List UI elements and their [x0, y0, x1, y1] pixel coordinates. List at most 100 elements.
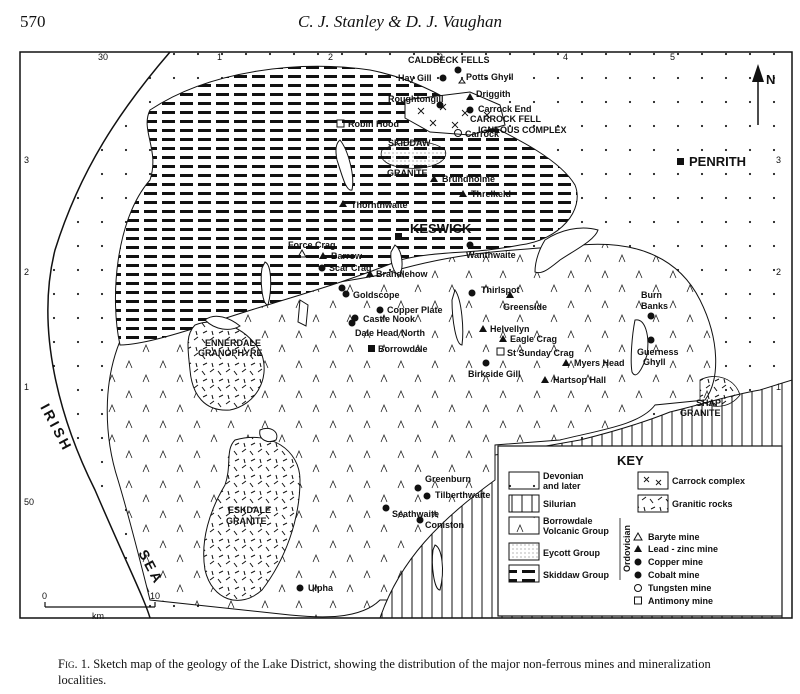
scale-unit: km	[92, 611, 104, 621]
copper-mine-tilberthwaite	[423, 492, 431, 500]
copper-mine-seathwaite	[382, 504, 390, 512]
label-seathwaite: Seathwaite	[392, 509, 439, 519]
grid-top-4: 4	[563, 52, 568, 62]
baryte-mine-force-crag	[297, 248, 307, 258]
scale-end: 10	[150, 591, 160, 601]
copper-mine-copper-plate	[376, 306, 384, 314]
key-skiddaw: Skiddaw Group	[543, 570, 610, 580]
buttermere	[297, 299, 309, 327]
cobalt-mine-scar-crag	[318, 264, 326, 272]
skiddaw-granite	[380, 141, 447, 169]
lead-zinc-mine-eagle-crag	[499, 335, 507, 342]
grid-right-2: 2	[776, 267, 781, 277]
penrith-marker	[677, 158, 684, 165]
scale-start: 0	[42, 591, 47, 601]
key-eycott: Eycott Group	[543, 548, 601, 558]
key-cobalt: Cobalt mine	[648, 570, 700, 580]
figure-caption-text: Sketch map of the geology of the Lake Di…	[58, 657, 711, 687]
copper-mine-goldscope-a	[338, 284, 346, 292]
lakes	[204, 139, 649, 591]
baryte-mine-potts-ghyll	[458, 78, 466, 84]
key-copper: Copper mine	[648, 557, 703, 567]
key-swatch-carrock	[637, 471, 669, 490]
key-borrowdale-2: Volcanic Group	[543, 526, 609, 536]
label-threlkeld: Threlkeld	[471, 189, 511, 199]
label-borrowdale: Borrowdale	[378, 344, 428, 354]
grid-left-1: 1	[24, 382, 29, 392]
figure-caption: Fig. 1. Sketch map of the geology of the…	[58, 656, 758, 688]
label-potts-ghyll: Potts Ghyll	[466, 72, 514, 82]
grid-right-1: 1	[776, 382, 781, 392]
key-swatch-devonian	[508, 471, 540, 490]
label-eskdale: ESKDALE	[228, 505, 271, 515]
lead-zinc-mine-driggith	[466, 93, 474, 100]
ullswater	[534, 227, 599, 274]
key-title: KEY	[617, 453, 644, 468]
graphite-mine-borrowdale	[368, 345, 375, 352]
scale-bar: 0 10 km	[42, 591, 160, 621]
copper-mine-goldscope-b	[342, 290, 350, 298]
label-guerness: Guerness	[637, 347, 679, 357]
label-st-sunday-crag: St Sunday Crag	[507, 348, 574, 358]
label-granophyre: GRANOPHYRE	[198, 348, 263, 358]
label-greenside: Greenside	[503, 302, 547, 312]
north-label: N	[766, 72, 775, 87]
antimony-mine-st-sunday-crag	[496, 347, 505, 356]
grid-left-3: 3	[24, 155, 29, 165]
key-baryte: Baryte mine	[648, 532, 700, 542]
crummock-water	[260, 261, 272, 306]
bassenthwaite-lake	[335, 139, 354, 191]
key-antimony: Antimony mine	[648, 596, 713, 606]
label-caldbeck-fells: CALDBECK FELLS	[408, 55, 490, 65]
thirlmere	[451, 288, 464, 346]
label-keswick: KESWICK	[410, 221, 472, 236]
copper-mine-potts-ghyll	[454, 66, 462, 74]
copper-mine-birkside-gill	[482, 359, 490, 367]
lead-zinc-mine-greenside	[506, 291, 514, 298]
key-lead-zinc-symbol	[634, 545, 642, 552]
ennerdale-granophyre-pattern	[187, 321, 265, 411]
label-thornthwaite: Thornthwaite	[351, 200, 408, 210]
running-head: C. J. Stanley & D. J. Vaughan	[298, 12, 502, 31]
map-frame	[19, 51, 793, 619]
label-thirlspot: Thirlspot	[481, 285, 520, 295]
label-castle-nook: Castle Nook	[363, 314, 416, 324]
copper-mine-coniston	[416, 516, 424, 524]
skiddaw-group-pattern	[114, 65, 578, 346]
label-skiddaw: SKIDDAW	[388, 138, 431, 148]
label-wanthwaite: Wanthwaite	[466, 250, 516, 260]
label-ennerdale: ENNERDALE	[205, 338, 261, 348]
lead-zinc-mine-brandlehow	[366, 270, 374, 277]
label-brandlehow: Brandlehow	[376, 269, 429, 279]
carrock-complex-region	[404, 91, 506, 136]
label-barrow: Barrow	[331, 251, 363, 261]
mine-markers	[296, 66, 655, 592]
ennerdale-water	[204, 315, 241, 330]
label-hartsop-hall: Hartsop Hall	[553, 375, 606, 385]
label-shap: SHAP	[696, 398, 721, 408]
label-igneous-complex: IGNEOUS COMPLEX	[478, 125, 567, 135]
lead-zinc-mine-barrow	[319, 252, 327, 259]
label-force-crag: Force Crag	[288, 240, 336, 250]
label-birkside-gill: Birkside Gill	[468, 369, 521, 379]
key-silurian: Silurian	[543, 499, 576, 509]
copper-mine-carrock-end	[466, 106, 474, 114]
label-banks: Banks	[641, 301, 668, 311]
copper-mine-guerness-ghyll	[647, 336, 655, 344]
label-greenburn: Greenburn	[425, 474, 471, 484]
grid-left-50: 50	[24, 497, 34, 507]
copper-mine-thirlspot	[468, 289, 476, 297]
grid-top-30: 30	[98, 52, 108, 62]
key-borrowdale-1: Borrowdale	[543, 516, 593, 526]
label-roughtongill: Roughtongill	[388, 94, 443, 104]
lead-zinc-mine-thornthwaite	[339, 200, 347, 207]
lead-zinc-mine-threlkeld	[459, 190, 467, 197]
label-eagle-crag: Eagle Crag	[510, 334, 557, 344]
label-carrock-end: Carrock End	[478, 104, 532, 114]
key-swatch-skiddaw	[508, 564, 540, 583]
copper-mine-burn-banks	[647, 312, 655, 320]
grid-top-3: 3	[438, 52, 443, 62]
key-tungsten-symbol	[634, 584, 642, 592]
figure-label: Fig. 1.	[58, 657, 91, 671]
